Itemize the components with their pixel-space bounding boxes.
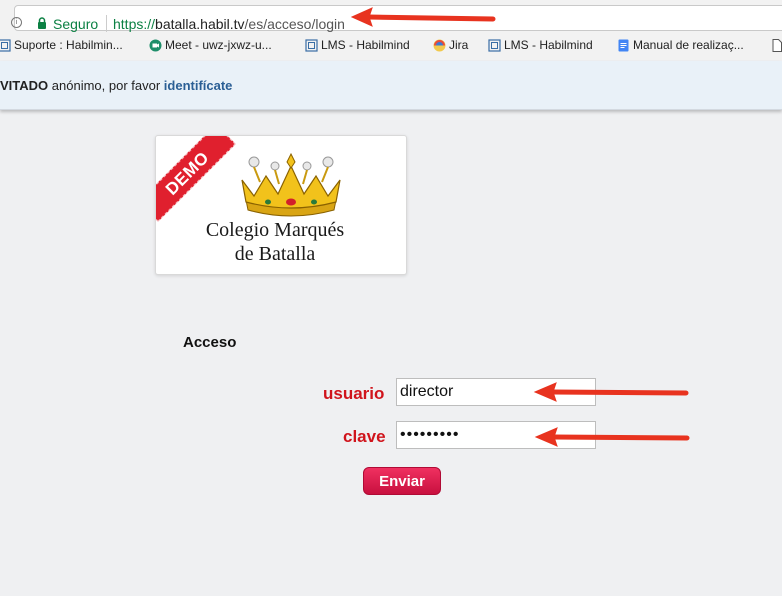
school-name-line-2: de Batalla (234, 243, 316, 265)
info-icon[interactable]: i (11, 17, 22, 28)
security-label: Seguro (53, 16, 99, 32)
omnibox-divider (106, 15, 107, 32)
school-name: Colegio Marqués de Batalla (156, 218, 394, 266)
password-input[interactable] (396, 421, 596, 449)
page-grid-icon (488, 39, 501, 52)
school-name-line-1: Colegio Marqués (205, 219, 345, 241)
address-bar[interactable]: i Seguro https://batalla.habil.tv/es/acc… (11, 5, 782, 32)
username-input[interactable] (396, 378, 596, 406)
bookmark-label: LMS - Habilmind (321, 38, 410, 52)
docs-icon (618, 39, 629, 52)
guest-notice: VITADO anónimo, por favor identifícate (0, 78, 232, 93)
browser-toolbar: i Seguro https://batalla.habil.tv/es/acc… (0, 0, 782, 60)
meet-icon (149, 39, 162, 52)
page-grid-icon (305, 39, 318, 52)
bookmark-label: LMS - Habilmind (504, 38, 593, 52)
page-grid-icon (0, 39, 11, 52)
url-text[interactable]: https://batalla.habil.tv/es/acceso/login (113, 16, 345, 32)
guest-label: VITADO (0, 78, 49, 93)
school-logo: DEMO Colegio Marqués de Batalla (155, 135, 407, 275)
login-title: Acceso (183, 334, 237, 351)
submit-button[interactable]: Enviar (363, 467, 441, 495)
username-label: usuario (323, 384, 385, 403)
crown-icon (241, 152, 341, 217)
notice-message: anónimo, por favor (48, 78, 164, 93)
bookmark-label: Suporte : Habilmin... (14, 38, 123, 52)
page-icon[interactable] (772, 39, 782, 52)
url-host: batalla.habil.tv (155, 16, 245, 32)
bookmark-label: Meet - uwz-jxwz-u... (165, 38, 272, 52)
password-label: clave (343, 427, 386, 446)
jira-icon (433, 39, 446, 52)
bookmark-label: Manual de realizaç... (633, 38, 744, 52)
demo-ribbon: DEMO (156, 136, 236, 222)
url-scheme: https:// (113, 16, 156, 32)
bookmark-label: Jira (449, 38, 469, 52)
login-link[interactable]: identifícate (163, 78, 233, 93)
lock-icon (38, 17, 46, 29)
guest-notice-bar: VITADO anónimo, por favor identifícate (0, 61, 782, 110)
url-path: /es/acceso/login (244, 16, 345, 32)
